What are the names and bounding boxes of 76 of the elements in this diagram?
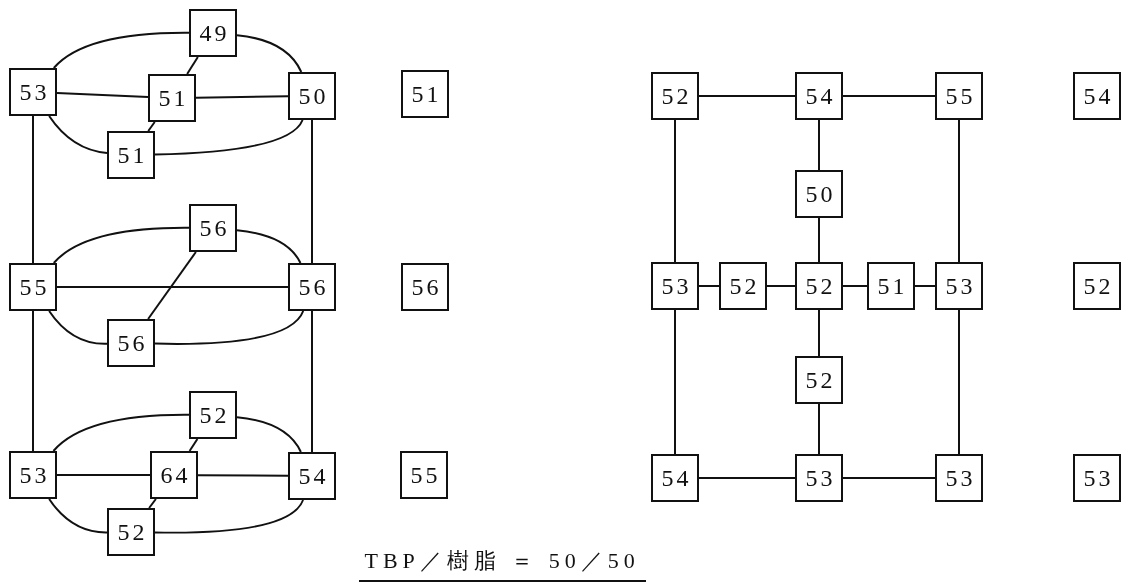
connector-line (842, 95, 936, 97)
connector-line (674, 309, 676, 455)
connector-line (914, 285, 936, 287)
curved-connector (236, 229, 302, 264)
number-box: 51 (107, 131, 155, 179)
number-box: 53 (651, 262, 699, 310)
number-box: 52 (651, 72, 699, 120)
number-box: 56 (401, 263, 449, 311)
number-box: 49 (189, 9, 237, 57)
number-box: 53 (795, 454, 843, 502)
connector-line (766, 285, 796, 287)
number-box: 52 (719, 262, 767, 310)
connector-line (818, 403, 820, 455)
number-box: 53 (9, 451, 57, 499)
connector-line (147, 251, 197, 320)
number-box: 53 (935, 454, 983, 502)
number-box: 55 (935, 72, 983, 120)
curved-connector (52, 226, 190, 264)
connector-line (842, 285, 868, 287)
connector-line (56, 286, 289, 288)
number-box: 53 (9, 68, 57, 116)
curved-connector (52, 413, 190, 452)
curved-connector (236, 34, 303, 73)
curved-connector (154, 310, 305, 345)
curved-connector (48, 498, 108, 534)
number-box: 64 (150, 451, 198, 499)
connector-line (56, 474, 151, 476)
number-box: 52 (107, 508, 155, 556)
connector-line (698, 285, 720, 287)
connector-line (148, 498, 157, 509)
connector-line (311, 119, 313, 264)
connector-line (32, 310, 34, 452)
number-box: 52 (189, 391, 237, 439)
connector-line (818, 119, 820, 171)
number-box: 51 (401, 70, 449, 118)
connector-line (197, 474, 289, 477)
number-box: 56 (288, 263, 336, 311)
number-box: 50 (795, 170, 843, 218)
connector-line (56, 92, 149, 98)
number-box: 55 (9, 263, 57, 311)
connector-line (186, 56, 199, 75)
curved-connector (52, 31, 190, 69)
number-box: 54 (795, 72, 843, 120)
number-box: 54 (1073, 72, 1121, 120)
connector-line (958, 119, 960, 263)
connector-line (818, 309, 820, 357)
connector-line (842, 477, 936, 479)
number-box: 50 (288, 72, 336, 120)
connector-line (311, 310, 313, 453)
connector-line (698, 477, 796, 479)
number-box: 54 (651, 454, 699, 502)
number-box: 56 (189, 204, 237, 252)
connector-line (188, 438, 199, 452)
connector-line (147, 121, 156, 132)
curved-connector (48, 310, 108, 345)
connector-line (195, 95, 289, 99)
connector-line (818, 217, 820, 263)
curved-connector (236, 416, 302, 453)
number-box: 52 (795, 262, 843, 310)
number-box: 53 (1073, 454, 1121, 502)
connector-line (32, 115, 34, 264)
connector-line (674, 119, 676, 263)
connector-line (698, 95, 796, 97)
caption: TBP／樹脂 ＝ 50／50 (358, 546, 646, 582)
number-box: 51 (148, 74, 196, 122)
number-box: 52 (1073, 262, 1121, 310)
number-box: 51 (867, 262, 915, 310)
number-box: 55 (400, 451, 448, 499)
number-box: 56 (107, 319, 155, 367)
connector-line (958, 309, 960, 455)
curved-connector (154, 119, 304, 156)
curved-connector (154, 499, 305, 534)
curved-connector (48, 115, 108, 154)
number-box: 54 (288, 452, 336, 500)
number-box: 52 (795, 356, 843, 404)
number-box: 53 (935, 262, 983, 310)
